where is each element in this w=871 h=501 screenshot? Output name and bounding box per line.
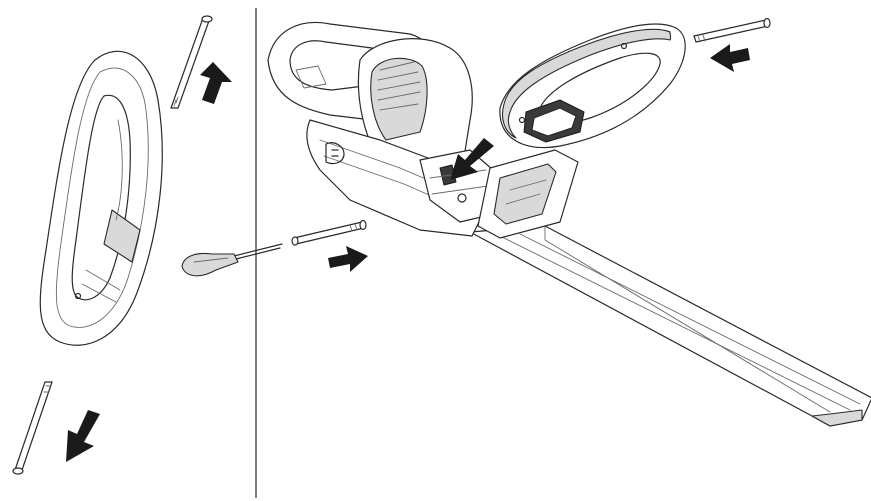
long-screw-middle (291, 219, 367, 246)
arrow-down-left (66, 410, 100, 462)
front-handle-right (499, 23, 686, 149)
long-screw-top (170, 15, 213, 109)
screwdriver (181, 243, 283, 277)
arrow-insert (450, 138, 494, 180)
long-screw-right (693, 17, 771, 43)
long-screw-bottom (12, 381, 53, 475)
arrow-right (328, 246, 368, 272)
arrow-left (710, 44, 750, 72)
arrow-up (200, 62, 232, 104)
blade (469, 225, 871, 427)
hand-guard (477, 149, 579, 239)
hedge-trimmer-body (267, 21, 501, 237)
front-handle-left (39, 50, 163, 346)
